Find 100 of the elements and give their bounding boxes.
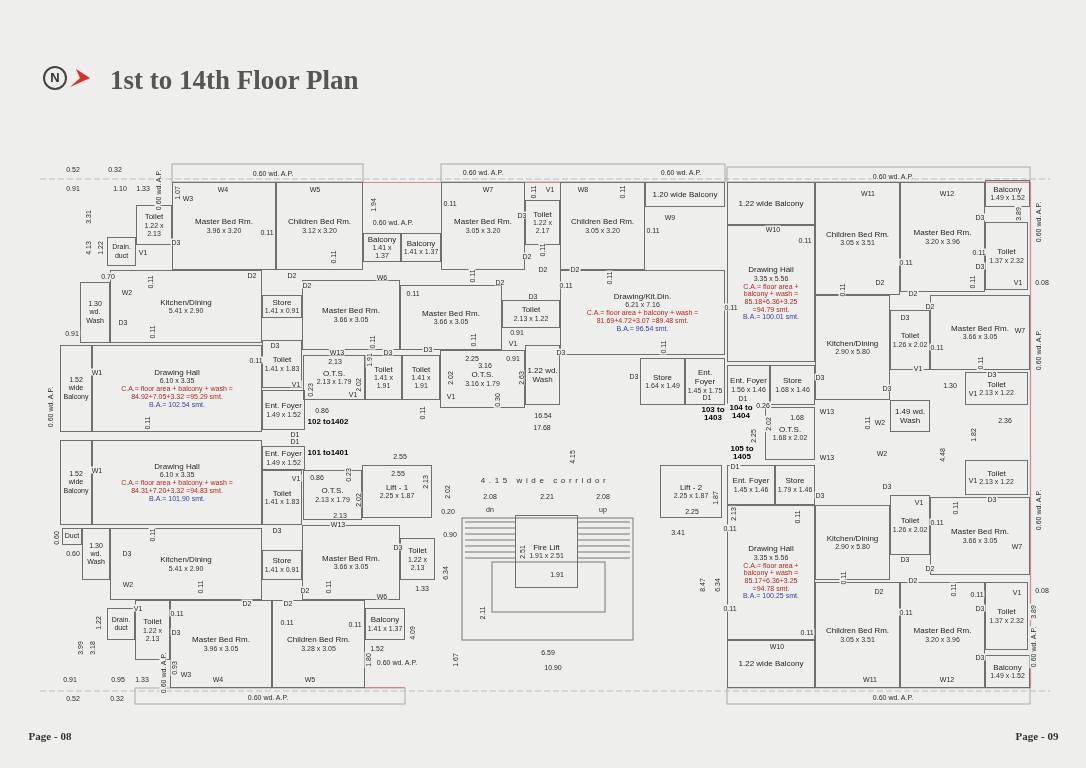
room-name: Balcony xyxy=(993,184,1022,195)
room-name: Ent. Foyer xyxy=(730,376,767,386)
room-outline xyxy=(770,365,815,405)
room-name: Children Bed Rm. xyxy=(825,626,890,636)
room-outline xyxy=(560,182,645,270)
room-outline xyxy=(645,182,725,207)
room-name: Children Bed Rm. xyxy=(570,217,635,227)
room-outline xyxy=(985,180,1030,207)
room-name: 1.20 wide Balcony xyxy=(652,189,718,200)
room-name: O.T.S. xyxy=(778,424,802,435)
room-outline xyxy=(92,345,262,432)
room-name: 1.22 wide Balcony xyxy=(738,198,804,209)
room-name: Ent. Foyer xyxy=(265,449,302,459)
room-outline xyxy=(502,300,560,328)
unit-number-label: 104 to 1404 xyxy=(726,403,756,421)
room-name: Toilet xyxy=(900,331,920,341)
room-name: Toilet xyxy=(408,546,427,556)
room-name: Drawing Hall xyxy=(748,544,794,554)
room-outline xyxy=(262,390,305,430)
room-outline xyxy=(440,350,525,408)
room-outline xyxy=(815,182,900,295)
room-name: Toilet xyxy=(143,617,162,627)
room-name: Toilet xyxy=(997,607,1016,617)
room-name: Store xyxy=(785,476,805,486)
room-outline xyxy=(365,608,405,640)
room-outline xyxy=(272,600,365,688)
room-name: Kitchen/Dining xyxy=(826,533,879,544)
room-outline xyxy=(515,515,578,588)
room-name: Ent. Foyer xyxy=(265,401,302,411)
room-outline xyxy=(262,470,302,525)
room-name: Drawing/Kit.Din. xyxy=(613,292,672,302)
room-outline xyxy=(110,528,262,600)
room-name: Balcony xyxy=(370,615,400,625)
room-name: Toilet xyxy=(144,212,164,222)
room-name: Master Bed Rm. xyxy=(195,217,253,227)
room-name: 1.22 wd. Wash xyxy=(527,365,558,385)
room-name: Master Bed Rm. xyxy=(951,323,1009,334)
room-outline xyxy=(640,358,685,405)
room-outline xyxy=(400,285,502,350)
corridor-label: 4.15 wide corridor xyxy=(480,477,610,485)
room-outline xyxy=(890,495,930,555)
room-outline xyxy=(660,465,722,518)
unit-number-label: 101 to1401 xyxy=(306,449,350,457)
room-name: Children Bed Rm. xyxy=(286,635,351,645)
room-outline xyxy=(401,233,441,262)
room-outline xyxy=(441,182,525,270)
room-outline xyxy=(262,446,305,470)
room-name: Drawing Hall xyxy=(748,265,794,275)
room-name: Toilet xyxy=(900,516,920,526)
room-name: Balcony xyxy=(993,662,1022,673)
page-number: Page - 08 xyxy=(28,728,72,744)
room-name: Master Bed Rm. xyxy=(322,553,380,564)
room-outline xyxy=(727,182,815,225)
room-name: Store xyxy=(782,376,803,386)
room-name: Toilet xyxy=(272,488,292,499)
room-name: Toilet xyxy=(987,468,1006,479)
room-outline xyxy=(685,358,725,405)
room-outline xyxy=(985,582,1028,650)
room-name: Drawing Hall xyxy=(154,368,200,378)
room-name: Toilet xyxy=(997,247,1016,257)
room-name: Children Bed Rm. xyxy=(287,217,352,227)
room-outline xyxy=(60,440,92,525)
room-name: Lift - 1 xyxy=(385,482,409,493)
room-name: Master Bed Rm. xyxy=(913,228,972,238)
room-outline xyxy=(262,550,302,580)
room-name: Master Bed Rm. xyxy=(951,527,1009,537)
room-outline xyxy=(965,372,1028,405)
room-outline xyxy=(890,400,930,432)
room-outline xyxy=(775,465,815,505)
room-name: Store xyxy=(272,556,292,566)
unit-number-label: 102 to1402 xyxy=(306,418,350,426)
room-name: Master Bed Rm. xyxy=(422,308,480,319)
room-name: Drawing Hall xyxy=(154,462,200,472)
room-name: 1.49 wd. Wash xyxy=(893,406,927,426)
room-outline xyxy=(107,608,135,640)
room-outline xyxy=(400,538,435,580)
room-outline xyxy=(363,233,401,262)
room-outline xyxy=(985,222,1028,290)
room-outline xyxy=(402,355,440,400)
room-outline xyxy=(82,528,110,580)
room-name: Toilet xyxy=(374,364,393,375)
room-outline xyxy=(727,465,775,505)
room-name: Kitchen/Dining xyxy=(826,338,879,349)
title: 1st to 14th Floor Plan xyxy=(110,64,359,97)
room-name: Store xyxy=(652,372,673,383)
room-outline xyxy=(362,465,432,518)
room-name: Fire Lift xyxy=(533,542,560,553)
room-name: Master Bed Rm. xyxy=(192,635,250,645)
room-outline xyxy=(107,237,136,266)
room-name: Toilet xyxy=(521,305,541,315)
room-outline xyxy=(60,345,92,432)
room-name: Ent. Foyer xyxy=(732,476,770,486)
page-number: Page - 09 xyxy=(1015,728,1059,744)
room-name: Store xyxy=(272,297,292,308)
room-outline xyxy=(727,640,815,688)
room-name: Balcony xyxy=(406,238,436,249)
room-outline xyxy=(262,295,302,318)
room-name: Master Bed Rm. xyxy=(322,306,380,316)
room-name: Toilet xyxy=(272,355,292,365)
room-outline xyxy=(815,295,890,400)
